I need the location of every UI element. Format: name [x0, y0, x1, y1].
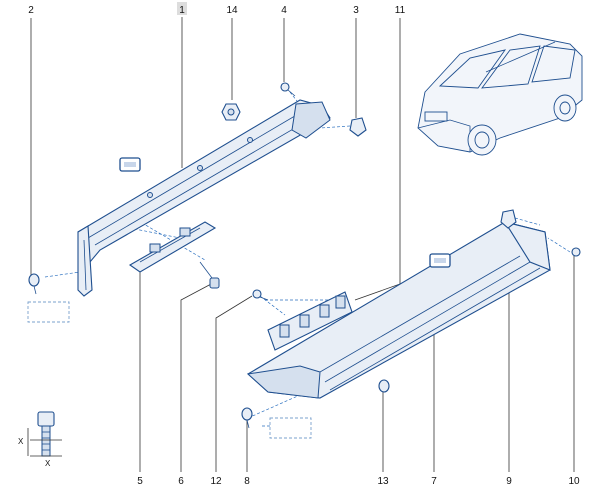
bolt-detail: X X [18, 411, 62, 468]
callout-11: 11 [395, 5, 406, 16]
clip-set-part-11 [267, 291, 353, 351]
upper-rail-part-1 [77, 99, 331, 297]
callout-12: 12 [210, 476, 222, 487]
callout-6: 6 [178, 476, 184, 487]
callout-4: 4 [281, 5, 287, 16]
nut-part-14 [221, 103, 241, 121]
clip-part-3 [349, 117, 367, 137]
screw-part-4 [280, 82, 296, 97]
label-tag-lower [429, 253, 451, 268]
callout-13: 13 [377, 476, 389, 487]
bracket-part-5 [128, 221, 217, 273]
callout-7: 7 [431, 476, 437, 487]
push-clip-part-2 [28, 273, 40, 295]
dimension-x-1: X [18, 437, 24, 446]
vehicle-illustration [417, 33, 583, 156]
callout-10: 10 [568, 476, 580, 487]
leader-lines [30, 17, 575, 472]
sill-rail-part-7 [246, 221, 551, 399]
clip-part-9 [500, 209, 517, 229]
callout-5: 5 [137, 476, 143, 487]
quantity-box-2 [269, 417, 312, 439]
callout-3: 3 [353, 5, 359, 16]
screw-part-12 [252, 289, 269, 301]
callout-1-highlight [177, 2, 187, 15]
callout-1: 1 [179, 5, 185, 16]
push-rivet-part-8 [241, 407, 253, 429]
callout-8: 8 [244, 476, 250, 487]
dimension-x-2: X [45, 459, 51, 468]
callout-2: 2 [28, 5, 34, 16]
callout-14: 14 [226, 5, 238, 16]
clip-part-6 [199, 261, 220, 289]
screw-part-10 [571, 247, 581, 257]
callout-9: 9 [506, 476, 512, 487]
label-tag-upper [119, 157, 141, 172]
quantity-box-1 [27, 301, 70, 323]
plug-part-13 [378, 379, 390, 393]
